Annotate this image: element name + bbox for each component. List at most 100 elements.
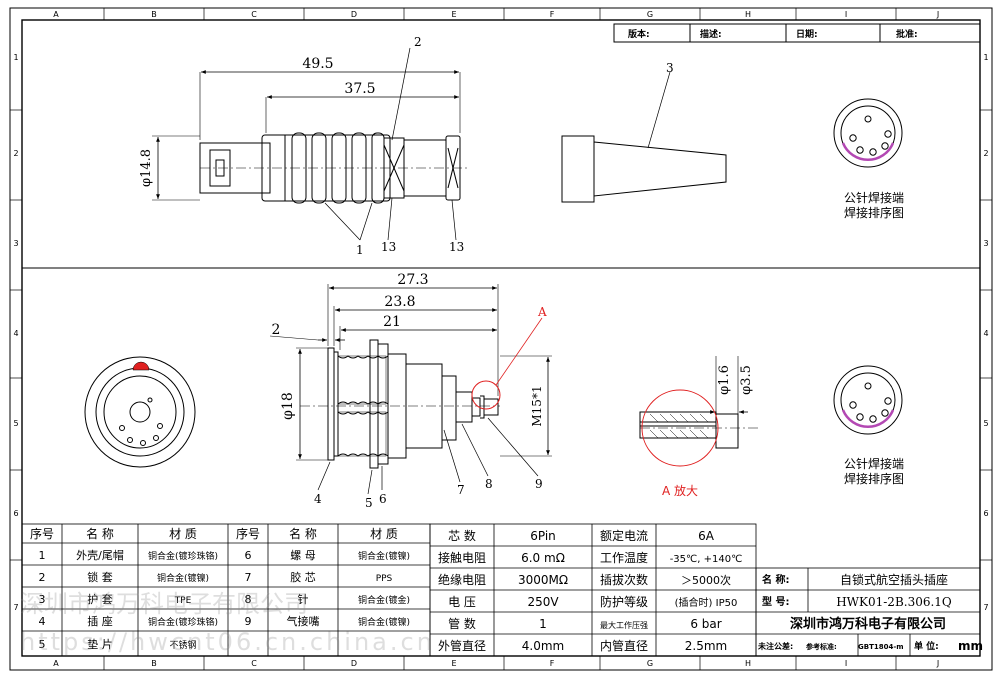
col-label: G — [647, 659, 653, 668]
name-label: 名 称: — [762, 573, 789, 586]
unit-label: 单 位: — [914, 640, 939, 652]
spec-label: 管 数 — [448, 616, 476, 631]
socket-dimensions: 27.3 23.8 21 2 φ18 M15*1 A 4 5 6 7 8 9 — [272, 272, 547, 510]
bom-cell: 护 套 — [87, 592, 113, 606]
callout-13b: 13 — [449, 240, 464, 254]
spec-label: 电 压 — [448, 595, 476, 609]
col-label: H — [745, 10, 751, 19]
watermark-company: 深圳市鸿万科电子有限公司 — [20, 590, 308, 618]
watermark: 深圳市鸿万科电子有限公司 https://hwcnt06.cn.china.cn — [20, 590, 432, 656]
spec-value: 6.0 mΩ — [521, 551, 565, 565]
title-block-text: 名 称: 自锁式航空插头插座 型 号: HWK01-2B.306.1Q 深圳市鸿… — [757, 572, 983, 653]
row-label: 7 — [983, 603, 988, 612]
bom-cell: 螺 母 — [290, 549, 316, 562]
row-label: 4 — [13, 329, 18, 338]
dim-plug-diameter: φ14.8 — [139, 149, 154, 187]
plug-side-view — [152, 47, 470, 241]
row-label: 7 — [13, 603, 18, 612]
standard-value: GBT1804-m — [858, 643, 904, 651]
col-label: I — [845, 10, 847, 19]
bom-cell: 2 — [39, 571, 46, 584]
spec-label: 插拔次数 — [600, 572, 648, 587]
callout-9: 9 — [535, 477, 543, 491]
approval-block: 版本: 描述: 日期: 批准: — [613, 23, 981, 43]
bom-cell: 4 — [39, 615, 46, 628]
approve-label: 批准: — [896, 28, 918, 40]
col-label: J — [936, 10, 939, 19]
bom-cell: 垫 片 — [87, 637, 113, 651]
row-label: 5 — [13, 419, 18, 428]
row-label: 6 — [983, 509, 988, 518]
col-label: A — [53, 10, 59, 19]
row-label: 3 — [13, 239, 18, 248]
bom-cell: 插 座 — [87, 614, 113, 628]
bom-header-name: 名 称 — [86, 526, 114, 541]
callout-5: 5 — [365, 496, 373, 510]
row-label: 4 — [983, 329, 988, 338]
bom-cell: PPS — [376, 574, 393, 584]
row-label: 2 — [13, 149, 18, 158]
col-label: E — [451, 659, 456, 668]
spec-label: 绝缘电阻 — [438, 572, 486, 587]
col-label: A — [53, 659, 59, 668]
bom-cell: 铜合金(镀镍) — [157, 572, 209, 584]
pin-caption-top-2: 焊接排序图 — [844, 205, 904, 220]
specification-table — [429, 523, 757, 657]
pin-caption-top-1: 公针焊接端 — [844, 190, 904, 205]
col-label: C — [251, 10, 257, 19]
dim-mid-length: 23.8 — [384, 294, 415, 310]
dim-inner-tube: φ1.6 — [717, 365, 732, 395]
detail-dimensions: φ1.6 φ3.5 A 放大 — [662, 365, 754, 498]
grid-labels: A B C D E F G H I J A B C D E F G H I J … — [13, 10, 988, 668]
pin-caption-bottom-1: 公针焊接端 — [844, 456, 904, 471]
spec-label: 芯 数 — [448, 528, 476, 543]
spec-label: 工作温度 — [600, 550, 648, 565]
spec-cells: 芯 数 6Pin 额定电流 6A 接触电阻 6.0 mΩ 工作温度 -35℃, … — [438, 528, 742, 653]
bom-cell: 铜合金(镀镍) — [358, 550, 410, 562]
callout-13a: 13 — [381, 240, 396, 254]
detail-marker-a — [471, 317, 543, 410]
model-number: HWK01-2B.306.1Q — [836, 595, 952, 609]
spec-value: 250V — [527, 595, 559, 609]
detail-a-circle — [641, 389, 719, 467]
boot-sleeve — [561, 71, 727, 203]
spec-label: 接触电阻 — [438, 550, 486, 565]
detail-caption: A 放大 — [662, 483, 698, 498]
outer-border — [9, 7, 993, 671]
pin-caption-bottom-2: 焊接排序图 — [844, 471, 904, 486]
callout-4: 4 — [314, 492, 322, 506]
tolerance-label: 未注公差: — [757, 641, 793, 651]
callout-6: 6 — [379, 492, 387, 506]
version-label: 版本: — [627, 28, 650, 40]
title-block — [755, 567, 981, 657]
socket-front-view — [84, 356, 196, 468]
bom-cell: TPE — [174, 596, 192, 606]
pin-layout-diagram-top — [833, 98, 903, 168]
spec-label: 额定电流 — [600, 528, 648, 543]
spec-value: 3000MΩ — [518, 573, 568, 587]
col-label: B — [151, 10, 157, 19]
unit-value: mm — [958, 639, 983, 653]
spec-label: 最大工作压强 — [600, 620, 648, 630]
col-label: B — [151, 659, 157, 668]
spec-label: 外管直径 — [438, 638, 486, 653]
col-label: J — [936, 659, 939, 668]
bom-cell: 胶 芯 — [290, 570, 316, 584]
spec-value: 1 — [539, 617, 547, 631]
bom-cell: 1 — [39, 549, 46, 562]
bom-cell: 5 — [39, 638, 46, 651]
spec-value: (插合时) IP50 — [675, 596, 738, 609]
col-label: C — [251, 659, 257, 668]
col-label: E — [451, 10, 456, 19]
spec-value: -35℃, +140℃ — [670, 554, 743, 565]
row-label: 1 — [983, 53, 988, 62]
bom-cell: 7 — [245, 571, 252, 584]
callout-A: A — [537, 305, 547, 319]
bom-cell: 铜合金(镀珍珠铬) — [148, 550, 218, 562]
bom-header-no: 序号 — [236, 526, 260, 541]
bom-header-no: 序号 — [30, 526, 54, 541]
bom-cell: 8 — [245, 593, 252, 606]
detail-a-enlargement — [639, 356, 760, 449]
bom-header-material: 材 质 — [169, 527, 197, 541]
col-label: D — [351, 659, 357, 668]
